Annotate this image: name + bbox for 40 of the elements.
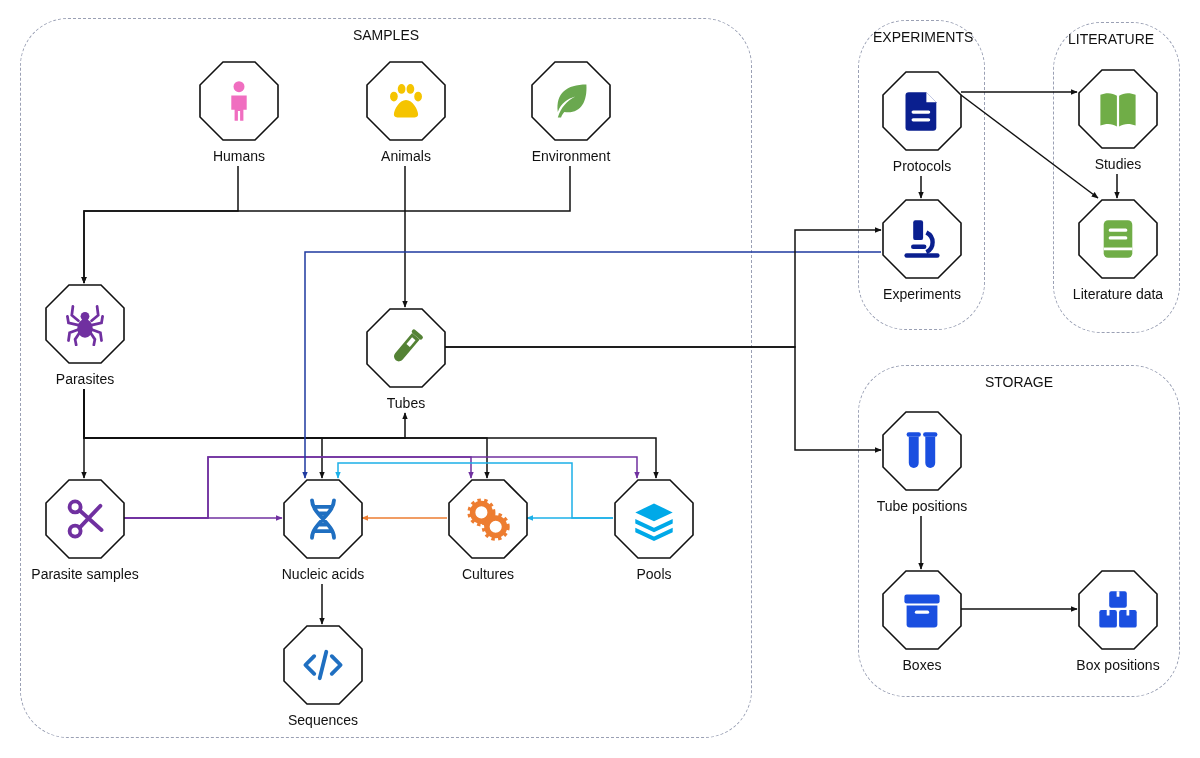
group-container — [858, 365, 1180, 697]
group-container — [858, 20, 985, 330]
node-label: Parasite samples — [30, 565, 140, 583]
arrow — [960, 606, 1078, 612]
node-label: Cultures — [460, 565, 516, 583]
node-label: Animals — [380, 147, 432, 165]
arrow — [361, 515, 448, 521]
group-title: STORAGE — [983, 374, 1055, 390]
arrow — [123, 456, 640, 519]
node-label: Nucleic acids — [280, 565, 366, 583]
node-label: Tube positions — [875, 497, 969, 515]
arrow — [918, 515, 924, 570]
group-container — [1053, 22, 1180, 333]
arrow — [960, 94, 1099, 199]
node-label: Experiments — [882, 285, 962, 303]
node-label: Pools — [635, 565, 673, 583]
node-label: Humans — [211, 147, 267, 165]
group-title: SAMPLES — [351, 27, 421, 43]
node-label: Environment — [530, 147, 612, 165]
node-label: Tubes — [385, 394, 427, 412]
arrow — [918, 175, 924, 199]
arrow — [319, 583, 325, 625]
node-label: Sequences — [286, 711, 360, 729]
arrow — [302, 251, 882, 479]
node-label: Boxes — [901, 656, 943, 674]
arrow — [335, 462, 614, 519]
node-label: Box positions — [1075, 656, 1161, 674]
arrow — [81, 165, 571, 284]
node-label: Studies — [1093, 155, 1143, 173]
group-title: LITERATURE — [1068, 31, 1155, 47]
node-label: Parasites — [54, 370, 116, 388]
arrow — [83, 388, 659, 479]
node-label: Protocols — [891, 157, 953, 175]
arrow — [444, 346, 882, 453]
arrow — [1114, 173, 1120, 199]
arrow — [960, 89, 1078, 95]
group-title: EXPERIMENTS — [873, 29, 974, 45]
group-container — [20, 18, 752, 738]
arrow — [402, 165, 408, 308]
node-label: Literature data — [1071, 285, 1165, 303]
